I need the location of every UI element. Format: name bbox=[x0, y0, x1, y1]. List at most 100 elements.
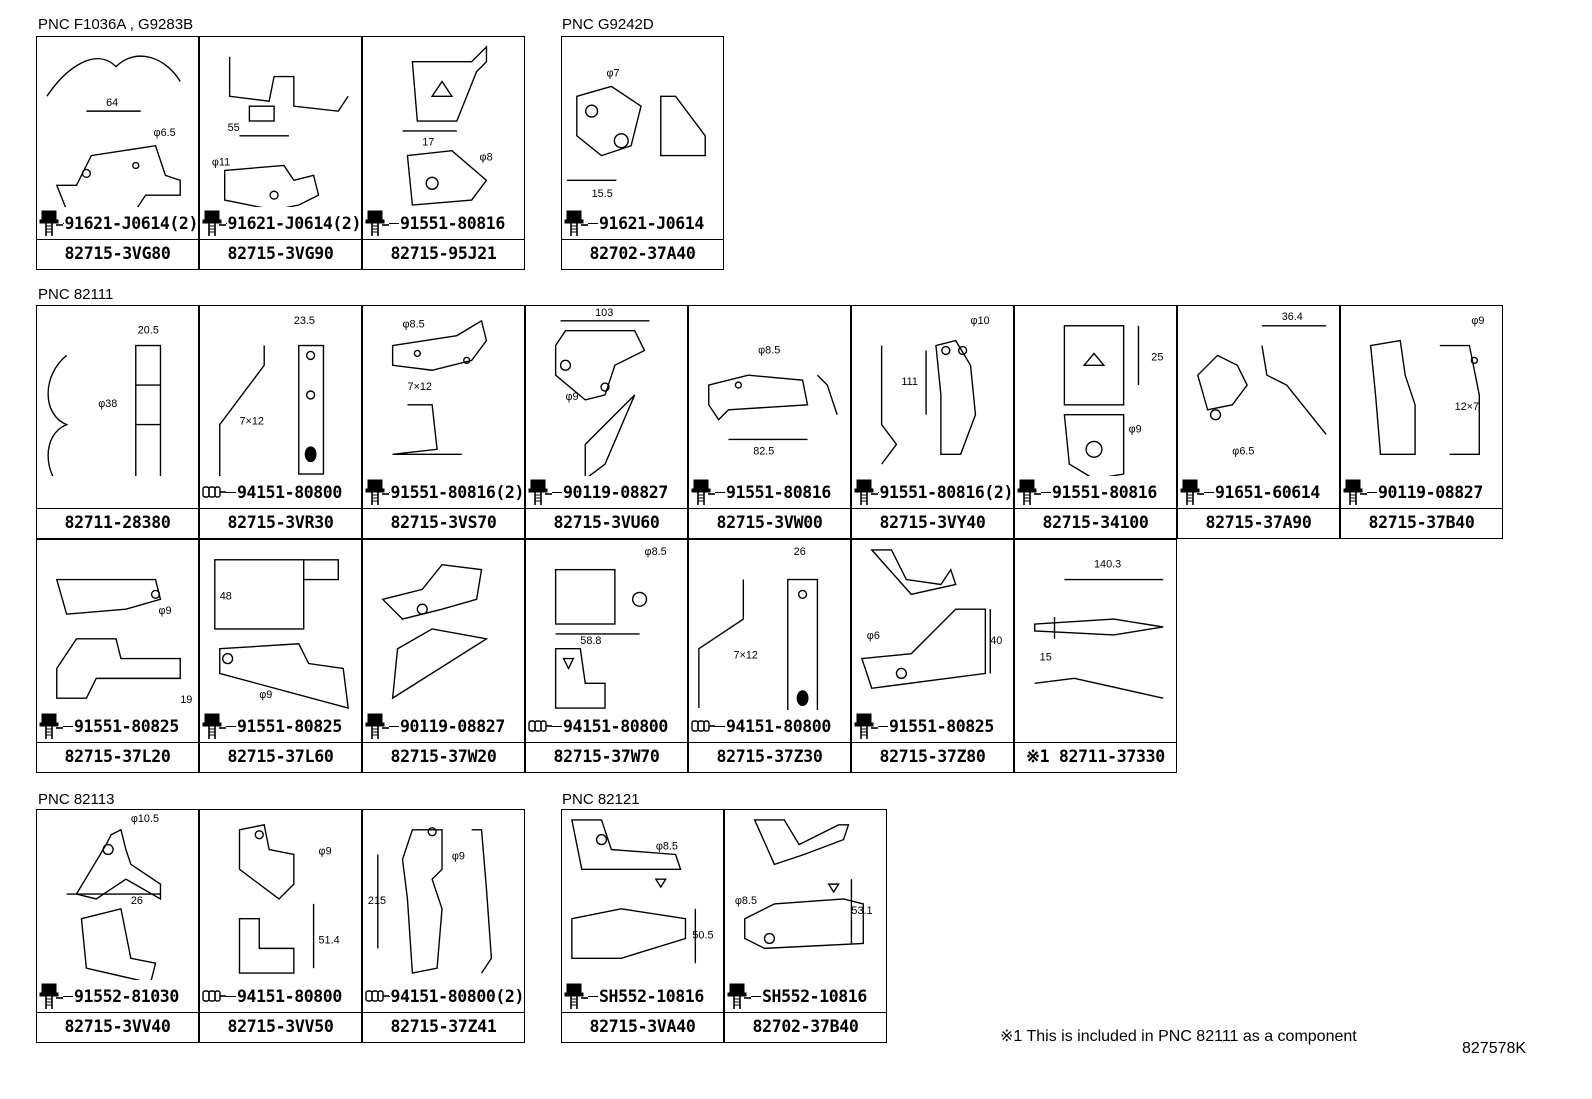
fastener-part-number: 91551-80825 bbox=[237, 716, 342, 736]
fastener-part-number: 94151-80800(2) bbox=[390, 986, 524, 1006]
part-number[interactable]: 82715-95J21 bbox=[363, 239, 524, 269]
part-number[interactable]: 82715-37W70 bbox=[526, 742, 687, 772]
part-number[interactable]: 82715-3VV50 bbox=[200, 1012, 361, 1042]
svg-text:23.5: 23.5 bbox=[294, 315, 315, 327]
leader-line bbox=[63, 222, 64, 224]
part-number[interactable]: 82715-34100 bbox=[1015, 508, 1176, 538]
bolt-icon bbox=[365, 713, 389, 739]
fastener-callout: 94151-80800 bbox=[202, 980, 361, 1012]
leader-line bbox=[389, 222, 399, 224]
leader-line bbox=[588, 995, 598, 997]
part-number[interactable]: 82715-37Z80 bbox=[852, 742, 1013, 772]
part-number[interactable]: 82715-3VY40 bbox=[852, 508, 1013, 538]
part-number[interactable]: 82715-3VU60 bbox=[526, 508, 687, 538]
part-sketch: φ9 12×7 bbox=[1369, 315, 1484, 455]
part-number[interactable]: 82702-37B40 bbox=[725, 1012, 886, 1042]
svg-text:φ8: φ8 bbox=[480, 152, 493, 164]
part-sketch: 140.315 bbox=[1034, 559, 1164, 699]
svg-text:7×12: 7×12 bbox=[733, 650, 757, 662]
fastener-callout: 91551-80816(2) bbox=[365, 476, 524, 508]
fastener-callout: 91621-J0614(2) bbox=[39, 207, 198, 239]
fastener-callout: 90119-08827 bbox=[365, 710, 524, 742]
fastener-callout: 91621-J0614(2) bbox=[202, 207, 361, 239]
part-number[interactable]: 82715-3VG90 bbox=[200, 239, 361, 269]
leader-line bbox=[552, 725, 562, 727]
svg-text:111: 111 bbox=[901, 376, 918, 388]
leader-line bbox=[389, 491, 390, 493]
part-number[interactable]: 82711-28380 bbox=[37, 508, 198, 538]
fastener-part-number: 91551-80825 bbox=[889, 716, 994, 736]
group-label-f1036a: PNC F1036A , G9283B bbox=[38, 16, 194, 33]
fastener-callout: 90119-08827 bbox=[528, 476, 687, 508]
fastener-callout: 94151-80800 bbox=[691, 710, 850, 742]
svg-text:φ9: φ9 bbox=[1471, 315, 1484, 327]
part-number[interactable]: 82715-3VR30 bbox=[200, 508, 361, 538]
svg-text:12×7: 12×7 bbox=[1455, 401, 1479, 413]
part-number[interactable]: 82715-37Z41 bbox=[363, 1012, 524, 1042]
part-sketch: 55 φ11 bbox=[212, 56, 349, 207]
part-number[interactable]: 82702-37A40 bbox=[562, 239, 723, 269]
fastener-callout: 91651-60614 bbox=[1180, 476, 1339, 508]
part-number[interactable]: 82715-37W20 bbox=[363, 742, 524, 772]
part-number[interactable]: 82715-3VS70 bbox=[363, 508, 524, 538]
part-number[interactable]: 82715-37B40 bbox=[1341, 508, 1502, 538]
fastener-part-number: 91551-80816 bbox=[1052, 482, 1157, 502]
fastener-callout: 91552-81030 bbox=[39, 980, 198, 1012]
part-drawing: 55 φ11 bbox=[200, 37, 361, 207]
part-number[interactable]: 82715-3VG80 bbox=[37, 239, 198, 269]
part-number[interactable]: 82715-37L60 bbox=[200, 742, 361, 772]
part-number[interactable]: 82715-3VW00 bbox=[689, 508, 850, 538]
fastener-part-number: 91651-60614 bbox=[1215, 482, 1320, 502]
fastener-callout: 94151-80800 bbox=[202, 476, 361, 508]
fastener-callout: 91551-80825 bbox=[39, 710, 198, 742]
bolt-icon bbox=[202, 210, 226, 236]
fastener-part-number: 91551-80816(2) bbox=[390, 482, 524, 502]
svg-text:φ38: φ38 bbox=[98, 398, 117, 410]
part-number[interactable]: 82715-37Z30 bbox=[689, 742, 850, 772]
svg-text:7×12: 7×12 bbox=[407, 381, 431, 393]
svg-text:55: 55 bbox=[228, 122, 240, 134]
part-number[interactable]: 82715-37A90 bbox=[1178, 508, 1339, 538]
svg-text:φ9: φ9 bbox=[158, 605, 171, 617]
part-drawing bbox=[363, 540, 524, 710]
svg-text:φ11: φ11 bbox=[212, 156, 230, 168]
part-number[interactable]: 82715-37L20 bbox=[37, 742, 198, 772]
fastener-part-number: 91551-80816 bbox=[726, 482, 831, 502]
part-number[interactable]: 82715-3VA40 bbox=[562, 1012, 723, 1042]
fastener-part-number: SH552-10816 bbox=[599, 986, 704, 1006]
part-number[interactable]: ※1 82711-37330 bbox=[1015, 742, 1176, 772]
svg-text:36.4: 36.4 bbox=[1282, 311, 1303, 323]
svg-text:φ7: φ7 bbox=[606, 68, 619, 80]
svg-text:26: 26 bbox=[131, 895, 143, 907]
svg-text:φ10.5: φ10.5 bbox=[131, 813, 159, 825]
fastener-part-number: SH552-10816 bbox=[762, 986, 867, 1006]
fastener-callout: 91551-80825 bbox=[202, 710, 361, 742]
fastener-callout: 91551-80816 bbox=[1017, 476, 1176, 508]
part-drawing: φ9 12×7 bbox=[1341, 306, 1502, 476]
svg-text:48: 48 bbox=[220, 590, 232, 602]
part-sketch: 267×12 bbox=[698, 546, 819, 710]
part-number[interactable]: 82715-3VV40 bbox=[37, 1012, 198, 1042]
svg-text:φ8.5: φ8.5 bbox=[645, 546, 667, 558]
